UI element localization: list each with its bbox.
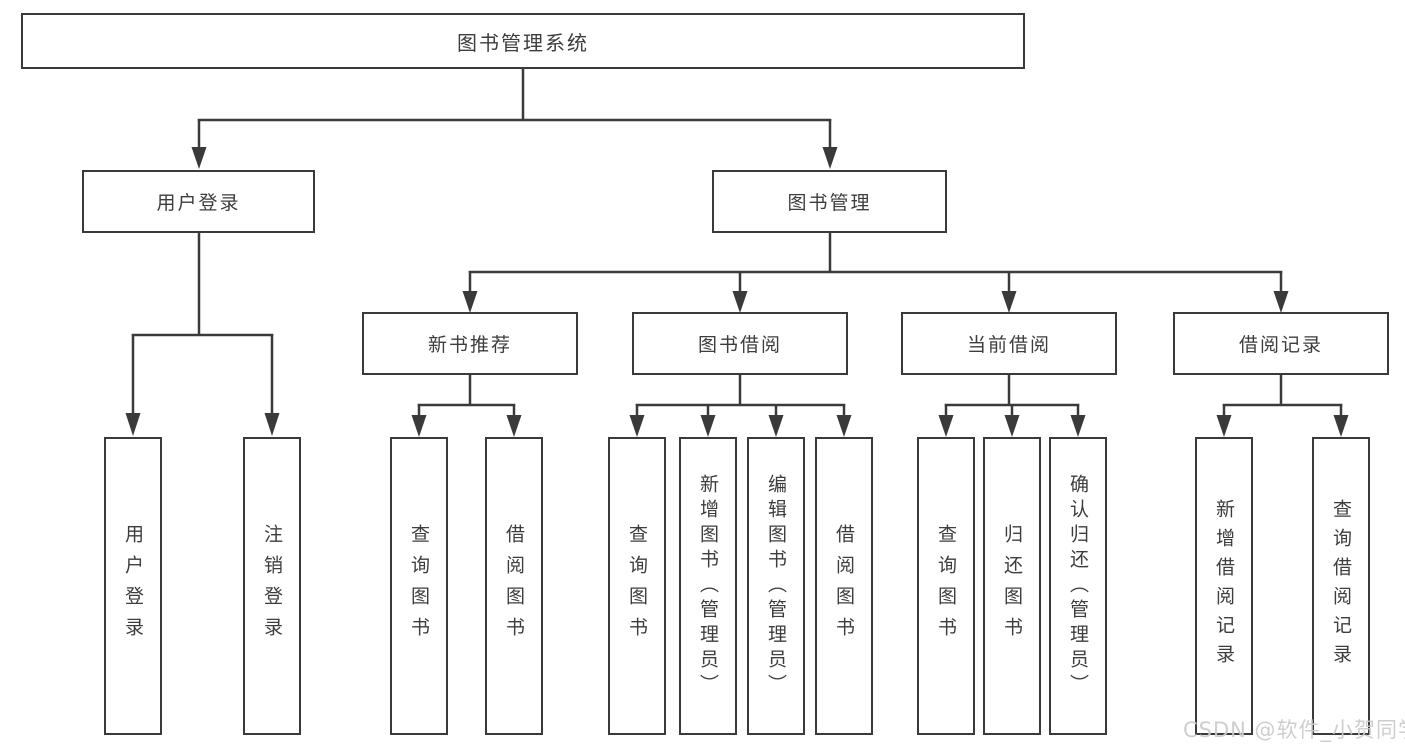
connector-root-to-level2 bbox=[191, 69, 838, 169]
leaf-cb-confirm-return-admin: 确认归还（管理员） bbox=[1049, 437, 1107, 735]
node-user-login: 用户登录 bbox=[82, 170, 315, 233]
leaf-cb-query-books: 查询图书 bbox=[917, 437, 975, 735]
csdn-watermark: CSDN @软件_小贺同学 bbox=[1183, 718, 1405, 742]
leaf-rec-borrow-books: 借阅图书 bbox=[485, 437, 543, 735]
arrowhead bbox=[1001, 291, 1017, 313]
leaf-bb-add-books-admin: 新增图书（管理员） bbox=[679, 437, 737, 735]
node-root-library-system: 图书管理系统 bbox=[21, 13, 1025, 69]
connector-user-login-to-leaves bbox=[125, 233, 280, 436]
leaf-logout: 注销登录 bbox=[243, 437, 301, 735]
arrowhead bbox=[125, 413, 141, 436]
leaf-br-add-record: 新增借阅记录 bbox=[1195, 437, 1253, 735]
arrowhead bbox=[1333, 415, 1349, 437]
connector-current-borrow-to-leaves bbox=[938, 375, 1086, 437]
arrowhead bbox=[732, 291, 748, 313]
connector-book-mgmt-to-level3 bbox=[462, 233, 1289, 313]
node-borrow-record: 借阅记录 bbox=[1173, 312, 1389, 375]
arrowhead bbox=[1070, 415, 1086, 437]
connector-new-book-to-leaves bbox=[411, 375, 522, 437]
node-current-borrow: 当前借阅 bbox=[901, 312, 1117, 375]
leaf-cb-return-books: 归还图书 bbox=[983, 437, 1041, 735]
node-book-management: 图书管理 bbox=[712, 170, 947, 233]
arrowhead bbox=[629, 415, 645, 437]
arrowhead bbox=[264, 413, 280, 436]
arrowhead bbox=[822, 147, 838, 169]
arrowhead bbox=[1273, 291, 1289, 313]
leaf-br-query-record: 查询借阅记录 bbox=[1312, 437, 1370, 735]
arrowhead bbox=[411, 415, 427, 437]
leaf-rec-query-books: 查询图书 bbox=[390, 437, 448, 735]
arrowhead bbox=[462, 291, 478, 313]
arrowhead bbox=[700, 415, 716, 437]
arrowhead bbox=[191, 147, 207, 169]
arrowhead bbox=[1004, 415, 1020, 437]
node-new-book-recommendation: 新书推荐 bbox=[362, 312, 578, 375]
connector-borrow-record-to-leaves bbox=[1216, 375, 1349, 437]
arrowhead bbox=[506, 415, 522, 437]
leaf-bb-edit-books-admin: 编辑图书（管理员） bbox=[747, 437, 805, 735]
arrowhead bbox=[836, 415, 852, 437]
arrowhead bbox=[768, 415, 784, 437]
arrowhead bbox=[938, 415, 954, 437]
arrowhead bbox=[1216, 415, 1232, 437]
connector-book-borrow-to-leaves bbox=[629, 375, 852, 437]
leaf-bb-query-books: 查询图书 bbox=[608, 437, 666, 735]
leaf-user-login: 用户登录 bbox=[104, 437, 162, 735]
leaf-bb-borrow-books: 借阅图书 bbox=[815, 437, 873, 735]
node-book-borrowing: 图书借阅 bbox=[632, 312, 848, 375]
